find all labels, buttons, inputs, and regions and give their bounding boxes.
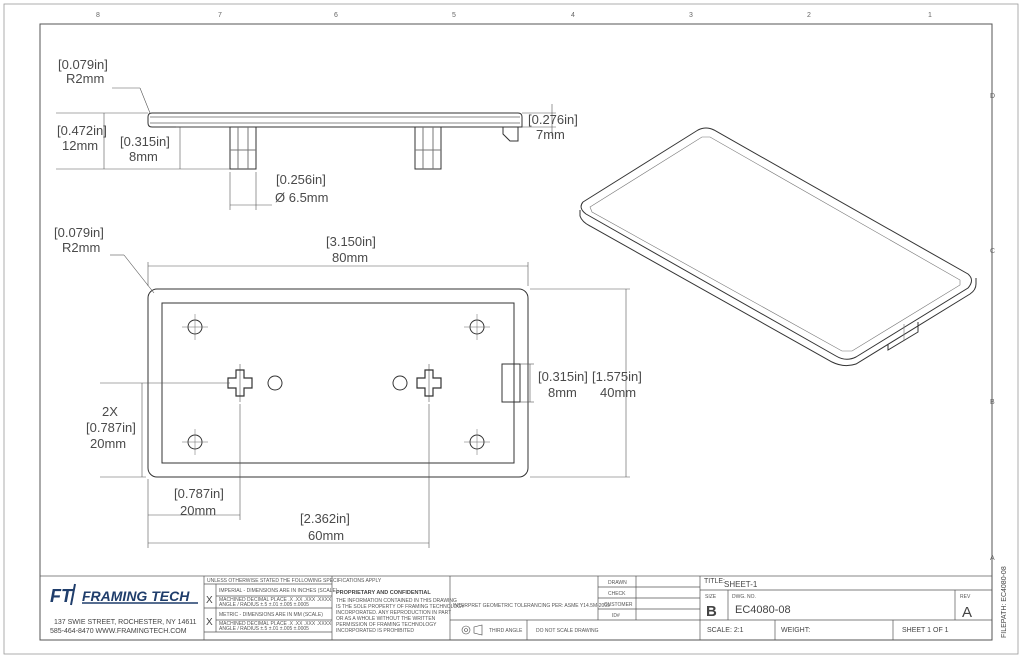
tol-metric: METRIC - DIMENSIONS ARE IN MM (SCALE) <box>219 612 323 618</box>
tol-metric-row-b: ANGLE / RADIUS ±.5 ±.01 ±.005 ±.0005 <box>219 626 309 632</box>
dim-span-mm: 60mm <box>308 528 344 543</box>
dim-top-radius-mm: R2mm <box>66 71 104 86</box>
dim-height-mm: 12mm <box>62 138 98 153</box>
tol-metric-row-a: MACHINED DECIMAL PLACE .X .XX .XXX .XXXX <box>219 621 332 627</box>
weight-label: WEIGHT: <box>781 627 810 634</box>
zone-letters: D C B A <box>990 93 995 562</box>
dim-peg-in: [0.315in] <box>120 134 170 149</box>
inner-border <box>39 23 993 641</box>
zone-3: 3 <box>689 12 693 19</box>
dim-peg-dia-in: [0.256in] <box>276 172 326 187</box>
logo-name: FRAMING TECH <box>82 588 190 604</box>
title-label: TITLE: <box>704 578 725 585</box>
zone-c: C <box>990 248 995 255</box>
dim-height-in: [0.472in] <box>57 123 107 138</box>
zone-a: A <box>990 555 995 562</box>
tol-imperial-row-b: ANGLE / RADIUS ±.5 ±.01 ±.005 ±.0005 <box>219 602 309 608</box>
tol-header: UNLESS OTHERWISE STATED THE FOLLOWING SP… <box>207 578 382 584</box>
drawn-label: DRAWN <box>608 580 627 586</box>
dwg-label: DWG. NO. <box>732 594 756 600</box>
dim-tab-mm: 8mm <box>548 385 577 400</box>
dim-hole-y-mm: 20mm <box>90 436 126 451</box>
dim-top-radius-in: [0.079in] <box>58 57 108 72</box>
dim-plan-radius-in: [0.079in] <box>54 225 104 240</box>
address-line-2: 585-464-8470 WWW.FRAMINGTECH.COM <box>50 628 187 635</box>
plan-view-dimensions <box>100 254 630 548</box>
dim-depth-mm: 40mm <box>600 385 636 400</box>
id-label: ID# <box>612 613 620 619</box>
sheet-label: SHEET 1 OF 1 <box>902 627 949 634</box>
side-view-dimensions <box>56 87 556 210</box>
dim-peg-mm: 8mm <box>129 149 158 164</box>
address-line-1: 137 SWIE STREET, ROCHESTER, NY 14611 <box>54 619 197 626</box>
outer-border <box>3 3 1019 655</box>
framing-tech-logo: FT FRAMING TECH <box>50 583 198 606</box>
dim-hole-x-mm: 20mm <box>180 503 216 518</box>
dim-width-mm: 80mm <box>332 250 368 265</box>
tol-imperial: IMPERIAL - DIMENSIONS ARE IN INCHES (SCA… <box>219 588 338 594</box>
zone-8: 8 <box>96 12 100 19</box>
isometric-view <box>579 127 977 367</box>
dim-hole-x-in: [0.787in] <box>174 486 224 501</box>
dim-width-in: [3.150in] <box>326 234 376 249</box>
zone-b: B <box>990 399 995 406</box>
tol-mark-metric: X <box>206 617 213 628</box>
check-label: CHECK <box>608 591 626 597</box>
logo-ft: FT <box>50 586 74 606</box>
zone-5: 5 <box>452 12 456 19</box>
dim-hole-y-in: [0.787in] <box>86 420 136 435</box>
interpret-note: INTERPRET GEOMETRIC TOLERANCING PER: ASM… <box>453 603 610 609</box>
do-not-scale-label: DO NOT SCALE DRAWING <box>536 628 599 634</box>
dwg-value: EC4080-08 <box>735 604 791 616</box>
scale-label: SCALE: 2:1 <box>707 627 744 634</box>
prop-title: PROPRIETARY AND CONFIDENTIAL <box>336 590 431 596</box>
prop-body-6: INCORPORATED IS PROHIBITED <box>336 628 414 634</box>
zone-4: 4 <box>571 12 575 19</box>
third-angle-label: THIRD ANGLE <box>489 628 523 634</box>
rev-label: REV <box>960 594 971 600</box>
third-angle-symbol-icon <box>461 624 483 636</box>
tol-imperial-row-a: MACHINED DECIMAL PLACE .X .XX .XXX .XXXX <box>219 597 332 603</box>
prop-body-4: OR AS A WHOLE WITHOUT THE WRITTEN <box>336 616 436 622</box>
dim-hole-y-qty: 2X <box>102 404 118 419</box>
prop-body-5: PERMISSION OF FRAMING TECHNOLOGY <box>336 622 437 628</box>
prop-body-2: IS THE SOLE PROPERTY OF FRAMING TECHNOLO… <box>336 604 465 610</box>
rev-value: A <box>962 604 972 621</box>
dim-span-in: [2.362in] <box>300 511 350 526</box>
title-value: SHEET-1 <box>724 580 758 589</box>
dim-plan-radius-mm: R2mm <box>62 240 100 255</box>
dim-peg-dia-mm: Ø 6.5mm <box>275 190 328 205</box>
prop-body-3: INCORPORATED. ANY REPRODUCTION IN PART <box>336 610 451 616</box>
title-block <box>39 575 993 641</box>
zone-d: D <box>990 93 995 100</box>
filepath-label: FILEPATH: EC4080-08 <box>1001 566 1008 638</box>
dim-thick-mm: 7mm <box>536 127 565 142</box>
customer-label: CUSTOMER <box>604 602 633 608</box>
size-label: SIZE <box>705 594 717 600</box>
dim-depth-in: [1.575in] <box>592 369 642 384</box>
zone-7: 7 <box>218 12 222 19</box>
dim-tab-in: [0.315in] <box>538 369 588 384</box>
size-value: B <box>706 603 717 620</box>
tol-mark-imperial: X <box>206 595 213 606</box>
zone-2: 2 <box>807 12 811 19</box>
zone-6: 6 <box>334 12 338 19</box>
dim-thick-in: [0.276in] <box>528 112 578 127</box>
prop-body-1: THE INFORMATION CONTAINED IN THIS DRAWIN… <box>336 598 457 604</box>
zone-1: 1 <box>928 12 932 19</box>
side-view <box>147 112 523 170</box>
zone-numbers: 8 7 6 5 4 3 2 1 <box>96 12 932 19</box>
